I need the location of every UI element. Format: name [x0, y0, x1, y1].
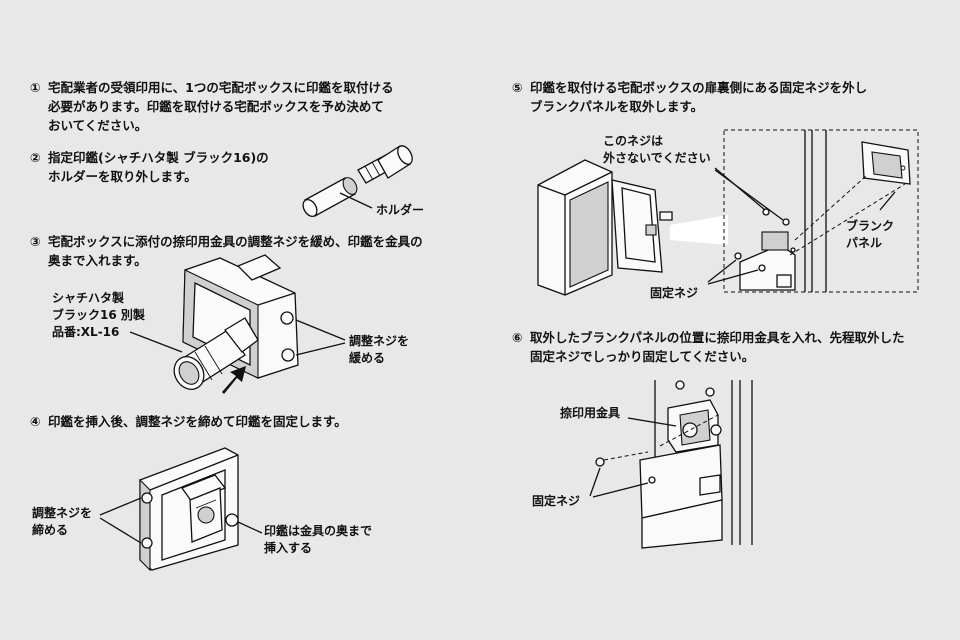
step-1: ① 宅配業者の受領印用に、1つの宅配ボックスに印鑑を取付ける 必要があります。印鑑… [30, 78, 393, 135]
step-number: ② [30, 150, 41, 165]
loosen-screw-label: 調整ネジを 緩める [349, 333, 409, 367]
adjust-screw [281, 348, 295, 362]
step-text: 宅配業者の受領印用に、1つの宅配ボックスに印鑑を取付ける [48, 80, 394, 95]
insert-line-2: 挿入する [264, 541, 313, 555]
bracket-tighten-illustration [99, 447, 263, 572]
step-text: 宅配ボックスに添付の捺印用金具の調整ネジを緩め、印鑑を金具の [48, 234, 423, 249]
stamp-leader [129, 331, 183, 353]
tighten-leader [99, 517, 142, 544]
stamp-model-label: シャチハタ製 ブラック16 別製 品番:XL-16 [52, 290, 145, 341]
bracket-mount-illustration [589, 380, 753, 549]
fixing-screw [758, 264, 766, 272]
step-text: 印鑑を取付ける宅配ボックスの扉裏側にある固定ネジを外し [530, 80, 868, 95]
insert-arrow [222, 366, 246, 394]
step-2: ② 指定印鑑(シャチハタ製 ブラック16)の ホルダーを取り外します。 [30, 148, 269, 186]
tighten-leader [99, 497, 142, 516]
step-number: ④ [30, 414, 41, 429]
blank-panel-line-1: ブランク [846, 219, 895, 233]
step-3: ③ 宅配ボックスに添付の捺印用金具の調整ネジを緩め、印鑑を金具の 奥まで入れます。 [30, 232, 423, 270]
door-panel-illustration [537, 129, 919, 296]
adjust-screw [141, 492, 153, 504]
step-4: ④ 印鑑を挿入後、調整ネジを締めて印鑑を固定します。 [30, 412, 347, 431]
fixing-screw [595, 457, 605, 467]
fixing-screw [648, 476, 656, 484]
step-text: 固定ネジでしっかり固定してください。 [530, 349, 755, 364]
holder-cylinder [302, 177, 358, 218]
adjust-screw [280, 311, 294, 325]
tighten-line-2: 締める [32, 523, 69, 537]
loosen-leader [295, 342, 346, 356]
holder-leader [339, 192, 373, 209]
step-number: ⑤ [512, 80, 523, 95]
step-text: ブランクパネルを取外します。 [530, 99, 704, 114]
loosen-line-2: 緩める [349, 351, 386, 365]
insert-stamp-label: 印鑑は金具の奥まで 挿入する [264, 523, 372, 557]
tighten-screw-label: 調整ネジを 締める [32, 505, 92, 539]
do-not-remove-line-1: このネジは [603, 134, 664, 148]
stamp-body [357, 145, 413, 184]
insert-leader [237, 521, 263, 534]
step-text: 取外したブランクパネルの位置に捺印用金具を入れ、先程取外した [530, 330, 905, 345]
fixing-screw-label-5: 固定ネジ [650, 286, 699, 300]
stamp-part-number: 品番:XL-16 [52, 325, 120, 339]
tighten-line-1: 調整ネジを [32, 506, 93, 520]
stamp-holder-illustration [302, 145, 413, 218]
insert-line-1: 印鑑は金具の奥まで [264, 524, 373, 538]
step-number: ③ [30, 234, 41, 249]
fixing-screw-label-6: 固定ネジ [532, 494, 581, 508]
step-text: 必要があります。印鑑を取付ける宅配ボックスを予め決めて [48, 99, 384, 114]
loosen-leader [295, 319, 346, 341]
step-number: ⑥ [512, 330, 523, 345]
screw-keep [762, 208, 770, 216]
loosen-line-1: 調整ネジを [349, 334, 410, 348]
screw-keep [782, 218, 790, 226]
do-not-remove-label: このネジは 外さないでください [603, 133, 711, 167]
step-6: ⑥ 取外したブランクパネルの位置に捺印用金具を入れ、先程取外した 固定ネジでしっか… [512, 328, 905, 366]
step-number: ① [30, 80, 41, 95]
blank-panel-label: ブランク パネル [846, 218, 894, 252]
blank-panel-line-2: パネル [846, 236, 883, 250]
step-text: 奥まで入れます。 [48, 253, 147, 268]
step-text: ホルダーを取り外します。 [48, 169, 197, 184]
stamp-name: ブラック16 別製 [52, 308, 145, 322]
stamp-bracket-label: 捺印用金具 [560, 406, 621, 420]
step-5: ⑤ 印鑑を取付ける宅配ボックスの扉裏側にある固定ネジを外し ブランクパネルを取外し… [512, 78, 867, 116]
holder-label: ホルダー [376, 203, 425, 217]
fixing-screw [734, 252, 742, 260]
stamp-maker: シャチハタ製 [52, 291, 125, 305]
do-not-remove-line-2: 外さないでください [603, 151, 711, 165]
step-text: 指定印鑑(シャチハタ製 ブラック16)の [48, 150, 269, 165]
step-text: おいてください。 [48, 118, 148, 133]
adjust-screw [141, 537, 153, 549]
step-text: 印鑑を挿入後、調整ネジを締めて印鑑を固定します。 [48, 414, 347, 429]
bracket-insert-illustration [129, 254, 346, 394]
